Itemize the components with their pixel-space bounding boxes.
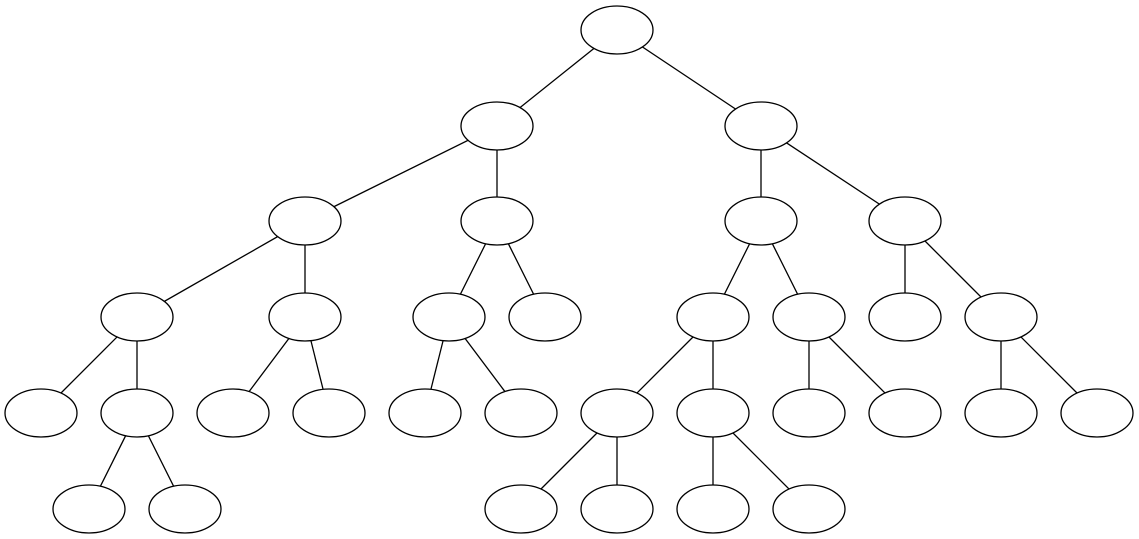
tree-node: [196, 388, 270, 438]
tree-node: [100, 388, 174, 438]
tree-edge: [136, 220, 306, 318]
tree-node: [580, 484, 654, 534]
tree-node: [868, 292, 942, 342]
tree-node: [52, 484, 126, 534]
tree-node: [964, 388, 1038, 438]
tree-node: [868, 388, 942, 438]
tree-node: [4, 388, 78, 438]
tree-node: [100, 292, 174, 342]
tree-node: [268, 196, 342, 246]
tree-node: [580, 388, 654, 438]
tree-node: [676, 388, 750, 438]
nodes: [4, 5, 1134, 534]
tree-node: [676, 292, 750, 342]
tree-node: [964, 292, 1038, 342]
tree-node: [580, 5, 654, 55]
tree-node: [724, 196, 798, 246]
tree-node: [772, 292, 846, 342]
tree-node: [460, 101, 534, 151]
tree-node: [676, 484, 750, 534]
tree-node: [508, 292, 582, 342]
tree-node: [1060, 388, 1134, 438]
tree-node: [460, 196, 534, 246]
tree-edge: [304, 125, 498, 222]
tree-node: [724, 101, 798, 151]
tree-node: [868, 196, 942, 246]
tree-node: [292, 388, 366, 438]
tree-node: [388, 388, 462, 438]
tree-node: [268, 292, 342, 342]
tree-node: [148, 484, 222, 534]
tree-node: [412, 292, 486, 342]
tree-node: [484, 484, 558, 534]
tree-node: [772, 388, 846, 438]
tree-node: [484, 388, 558, 438]
tree-node: [772, 484, 846, 534]
edges: [40, 29, 1098, 510]
